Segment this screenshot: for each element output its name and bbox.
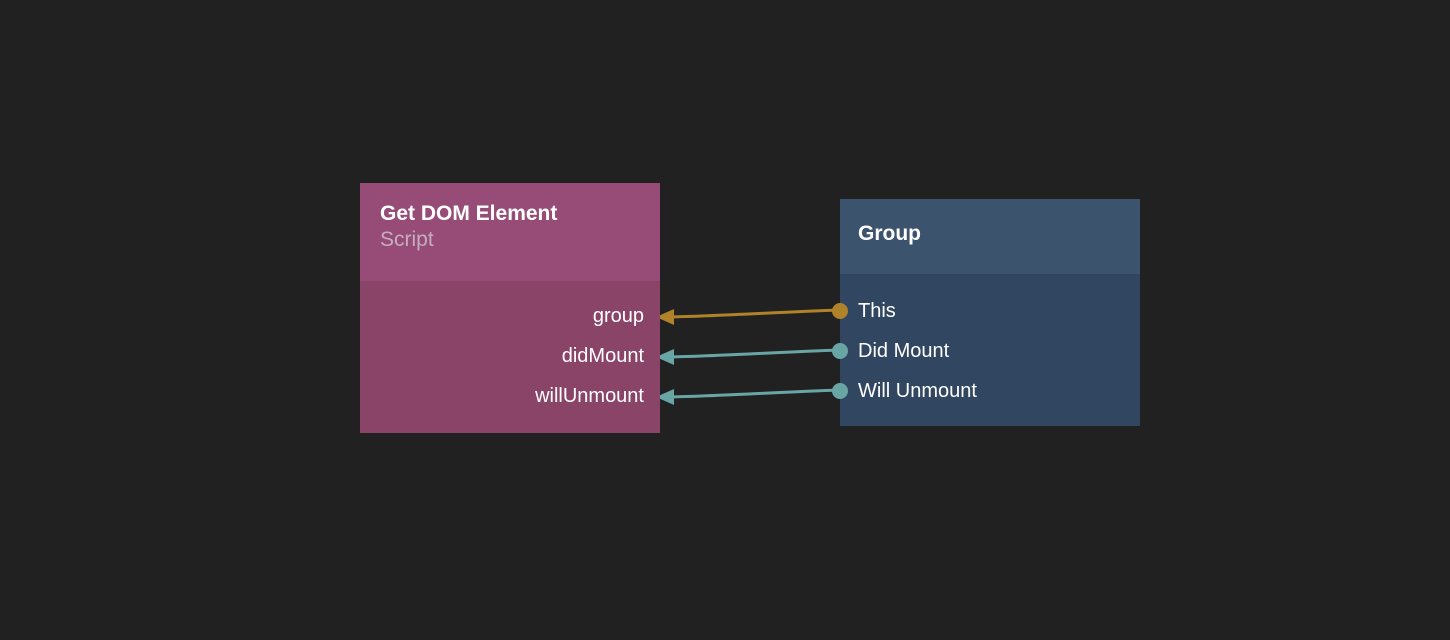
edge-didmount-to-didmount[interactable] — [656, 348, 841, 365]
port-label-did-mount: Did Mount — [858, 340, 950, 362]
port-row-didmount[interactable]: didMount — [562, 343, 644, 369]
port-dot-did-mount-icon[interactable] — [832, 343, 848, 359]
node-body: group didMount willUnmount — [360, 281, 660, 433]
node-header[interactable]: Group — [840, 199, 1140, 274]
node-get-dom-element[interactable]: Get DOM Element Script group didMount wi… — [360, 183, 660, 433]
edge-path — [669, 348, 841, 359]
edge-willunmount-to-willunmount[interactable] — [656, 388, 841, 405]
node-header[interactable]: Get DOM Element Script — [360, 183, 660, 281]
port-dot-this-icon[interactable] — [832, 303, 848, 319]
port-label-didmount: didMount — [561, 345, 644, 367]
port-row-group[interactable]: group — [593, 303, 644, 329]
port-row-this[interactable]: This — [832, 298, 896, 324]
edge-this-to-group[interactable] — [656, 308, 841, 325]
port-label-group: group — [592, 305, 644, 327]
port-label-this: This — [858, 300, 896, 322]
edge-path — [669, 308, 841, 319]
node-subtitle: Script — [380, 228, 434, 251]
port-row-did-mount[interactable]: Did Mount — [832, 338, 950, 364]
node-group[interactable]: Group This Did Mount Will Unmount — [832, 199, 1140, 426]
node-body: This Did Mount Will Unmount — [832, 274, 1140, 426]
port-row-will-unmount[interactable]: Will Unmount — [832, 378, 977, 404]
edge-path — [669, 388, 841, 399]
node-title: Get DOM Element — [380, 202, 558, 225]
port-dot-will-unmount-icon[interactable] — [832, 383, 848, 399]
port-label-willunmount: willUnmount — [535, 385, 644, 407]
node-title: Group — [858, 222, 921, 245]
port-row-willunmount[interactable]: willUnmount — [535, 383, 644, 409]
port-label-will-unmount: Will Unmount — [858, 380, 977, 402]
